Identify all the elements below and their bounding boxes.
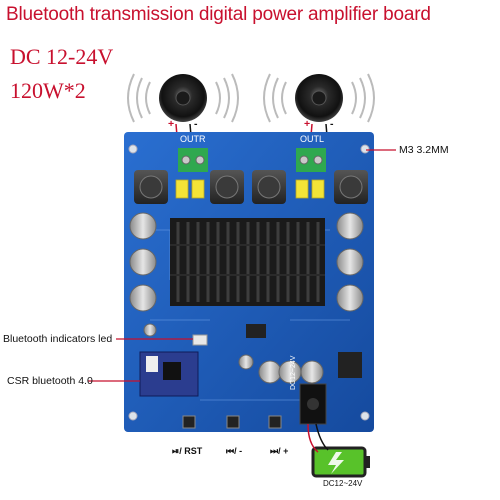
electrolytic-capacitors [129,212,364,384]
tactile-buttons [182,415,282,429]
next-button-label: ⏭/ + [270,446,289,456]
play-reset-button-label: ⏯/ RST [172,446,203,456]
prev-button-label: ⏮/ - [226,446,243,456]
power-spec: 120W*2 [10,78,86,103]
dc-jack [299,383,327,425]
polarity-minus-left: - [194,118,198,130]
power-input-label: DC12~24V [323,479,363,488]
bluetooth-module [139,351,199,397]
page-title: Bluetooth transmission digital power amp… [6,4,431,25]
dc-jack-label: DC12~24V [290,355,297,390]
mount-hole-callout: M3 3.2MM [399,144,449,156]
film-capacitors [175,179,325,199]
heatsink [170,218,325,306]
battery-icon [311,446,370,478]
polarity-plus-left: + [168,118,175,130]
ic-chips [246,324,362,378]
terminal-block-left [178,148,208,172]
speaker-icon [295,74,343,122]
speaker-icon [159,74,207,122]
indicator-led [192,334,208,346]
inductors [134,170,368,204]
polarity-plus-right: + [304,118,311,130]
terminal-label-left: OUTR [180,134,206,144]
polarity-minus-right: - [330,118,334,130]
bt-module-callout: CSR bluetooth 4.0 [7,375,93,387]
sound-waves [127,73,375,123]
voltage-spec: DC 12-24V [10,44,114,69]
indicator-led-callout: Bluetooth indicators led [3,333,113,345]
terminal-label-right: OUTL [300,134,325,144]
terminal-block-right [296,148,326,172]
